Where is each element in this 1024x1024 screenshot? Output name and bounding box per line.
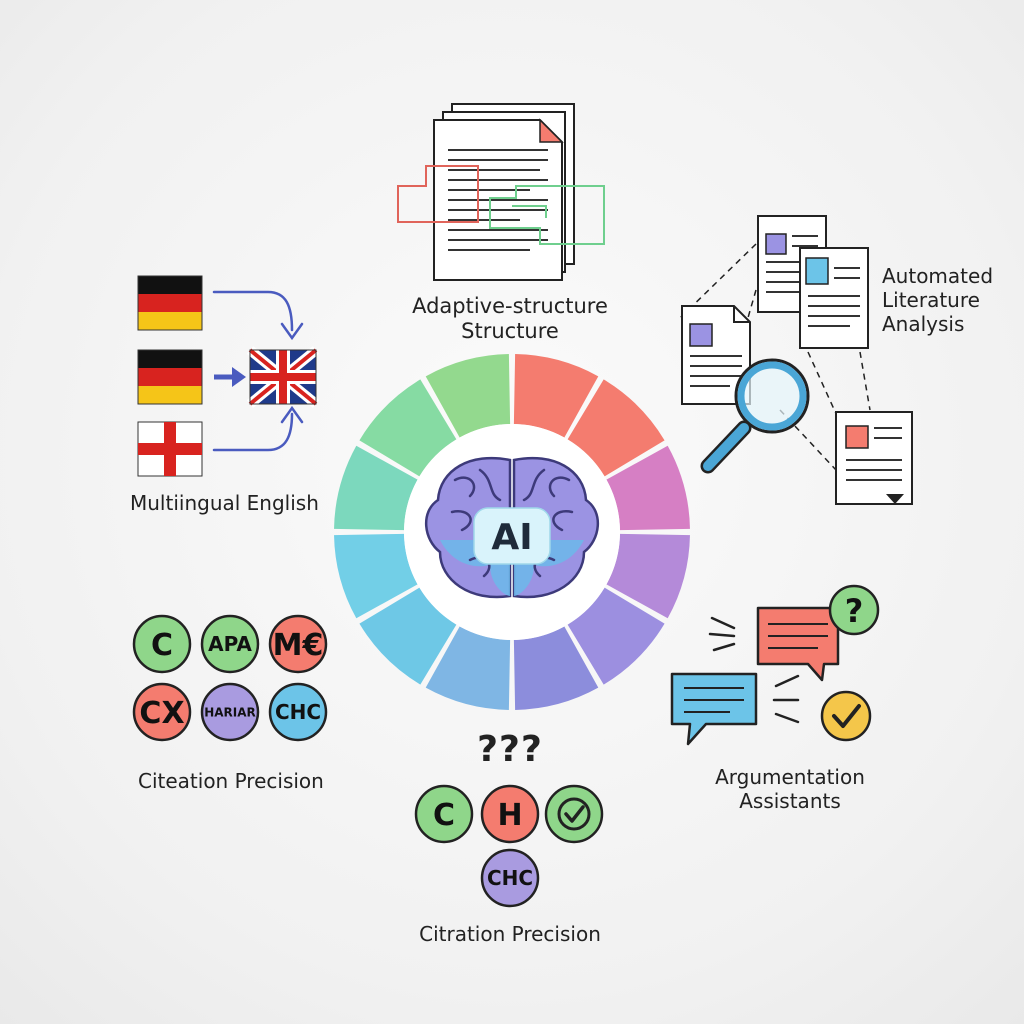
automated-literature-analysis-label: Automated Literature Analysis (882, 264, 993, 336)
argumentation-assistants-label: Argumentation Assistants (690, 765, 890, 813)
citation-badge: APA (200, 614, 260, 674)
wheel-segment (334, 445, 418, 531)
wheel-segment (567, 587, 665, 685)
uk-flag-icon (246, 346, 320, 408)
citation-badge: CX (132, 682, 192, 742)
wheel-segment (606, 445, 690, 531)
citation-badge: M€ (268, 614, 328, 674)
automated-label-line1: Automated (882, 264, 994, 288)
citation-badge-text: CX (139, 696, 184, 731)
citation-badge-text: M€ (273, 628, 324, 663)
wheel-segment (334, 533, 418, 619)
arrow-right-icon (232, 367, 246, 387)
argumentation-label-line2: Assistants (739, 789, 841, 813)
german-flag-icon (137, 275, 203, 331)
argumentation-assistants-icon: ? (670, 584, 880, 746)
wheel-segment (513, 626, 599, 710)
citeation-precision-label: Citeation Precision (138, 769, 324, 793)
speech-bubble-blue-icon (670, 672, 758, 746)
svg-text:?: ? (845, 592, 864, 630)
wheel-segment (606, 533, 690, 619)
wheel-segment (359, 379, 457, 477)
adaptive-label-line2: Structure (461, 319, 559, 344)
citation-badge-text: CHC (275, 700, 321, 724)
argumentation-label-line1: Argumentation (715, 765, 865, 789)
multilingual-label: Multiingual English (130, 491, 319, 515)
speech-bubble-red-icon (756, 606, 840, 682)
citation-style-badges: C APA M€ CX HARIAR CHC (132, 614, 328, 742)
citation-badge-text: C (151, 628, 173, 663)
wheel-segment (359, 587, 457, 685)
check-badge-icon (820, 690, 872, 742)
wheel-segment (567, 379, 665, 477)
german-flag-icon (137, 349, 203, 405)
center-wheel (334, 354, 690, 710)
citation-badge: C (414, 784, 474, 844)
citation-badge-text: APA (208, 632, 252, 656)
wheel-segment (425, 626, 511, 710)
magnifier-icon (700, 358, 810, 474)
citation-badge-text: HARIAR (204, 705, 256, 719)
citation-badge: CHC (480, 848, 540, 908)
automated-label-line3: Analysis (882, 312, 965, 336)
citation-badge: H (480, 784, 540, 844)
ai-label: AI (491, 517, 532, 558)
citration-precision-label: Citration Precision (419, 922, 601, 946)
citation-badge-text: CHC (487, 866, 533, 890)
adaptive-structure-label: Adaptive-structure Structure (340, 294, 680, 344)
citation-badge: C (132, 614, 192, 674)
wheel-segment (513, 354, 599, 438)
automated-label-line2: Literature (882, 288, 980, 312)
literature-analysis-icon (679, 215, 913, 505)
citation-badge: HARIAR (200, 682, 260, 742)
wheel-segment (425, 354, 511, 438)
ai-chip (473, 507, 551, 565)
document-stack-icon (397, 103, 605, 281)
question-badge-icon: ? (828, 584, 880, 636)
question-marks-label: ??? (477, 729, 543, 770)
citation-badge-text: C (433, 798, 455, 833)
check-badge-icon (544, 784, 604, 844)
multilingual-flags (137, 275, 320, 477)
england-flag-icon (137, 421, 203, 477)
citation-badge: CHC (268, 682, 328, 742)
citation-badge-text: H (497, 798, 522, 833)
adaptive-label-line1: Adaptive-structure (412, 294, 608, 318)
